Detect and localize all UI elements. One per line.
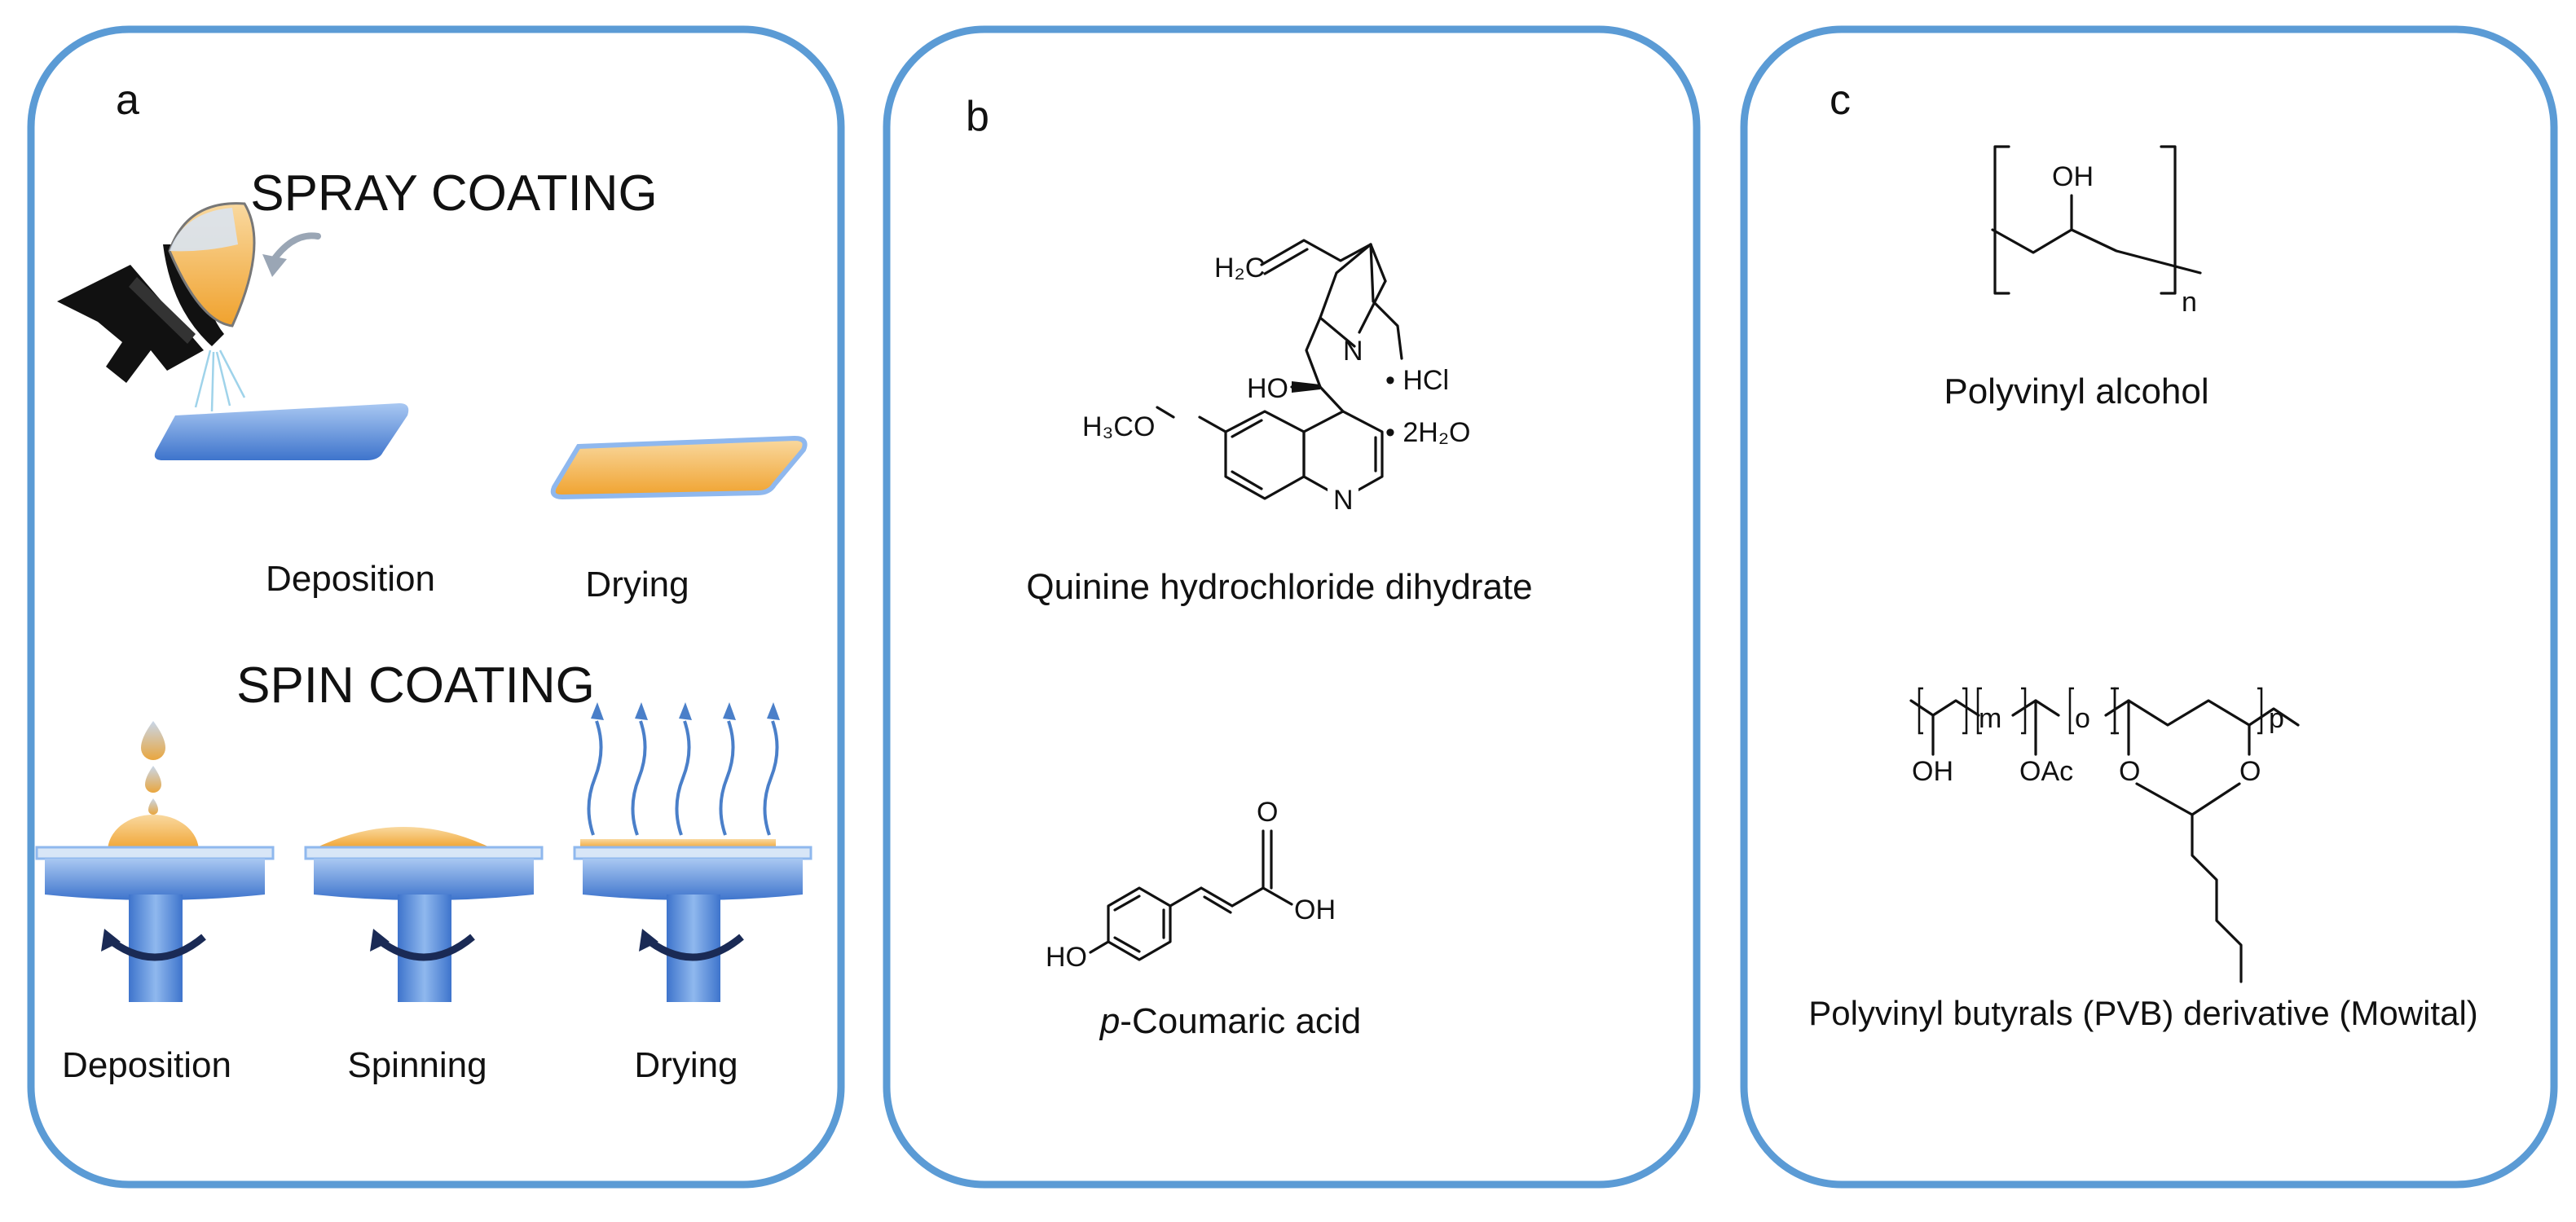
quinine-atom-h2c: H₂C (1214, 253, 1265, 284)
quinine-salt-water: • 2H₂O (1385, 417, 1470, 448)
pva-structure (1991, 145, 2202, 295)
pva-caption: Polyvinyl alcohol (1944, 371, 2208, 411)
coumaric-atom-o: O (1257, 797, 1278, 828)
spin-stage-deposition (35, 721, 275, 1002)
spin-caption-drying: Drying (634, 1045, 738, 1085)
quinine-atom-h3co: H₃CO (1082, 411, 1155, 442)
pvb-atom-o-right: O (2239, 756, 2261, 787)
panel-c-letter: c (1830, 77, 1851, 124)
quinine-salt-hcl: • HCl (1385, 365, 1449, 396)
quinine-atom-n-bridge: N (1343, 336, 1363, 367)
spray-gun-icon (57, 202, 321, 412)
panel-b-frame (883, 25, 1701, 1189)
coumaric-caption-prefix: p (1099, 1001, 1120, 1041)
coumaric-caption: p-Coumaric acid (1099, 1001, 1361, 1041)
pvb-structure (1909, 687, 2300, 983)
panel-a-frame (27, 25, 845, 1189)
spray-caption-deposition: Deposition (266, 559, 435, 599)
spray-substrate-drying (550, 435, 808, 500)
pvb-caption: Polyvinyl butyrals (PVB) derivative (Mow… (1808, 994, 2478, 1032)
spin-caption-deposition: Deposition (62, 1045, 231, 1085)
coumaric-atom-ho: HO (1046, 942, 1087, 973)
panel-c-frame (1740, 25, 2558, 1189)
pva-atom-oh: OH (2052, 161, 2094, 192)
pvb-subscript-p: p (2269, 703, 2284, 734)
quinine-atom-ho: HO (1247, 373, 1288, 404)
coumaric-atom-oh: OH (1294, 895, 1336, 925)
spin-coating-heading: SPIN COATING (236, 657, 595, 714)
panel-b-letter: b (966, 93, 989, 140)
quinine-caption: Quinine hydrochloride dihydrate (1026, 567, 1532, 607)
panel-a-letter: a (116, 77, 139, 124)
coumaric-caption-rest: -Coumaric acid (1120, 1001, 1361, 1041)
pvb-atom-oh: OH (1912, 756, 1953, 787)
quinine-structure (1156, 239, 1403, 514)
pvb-atom-oac: OAc (2019, 756, 2073, 787)
pvb-subscript-o: o (2075, 703, 2090, 734)
spin-stage-spinning (304, 827, 544, 1002)
spin-caption-spinning: Spinning (347, 1045, 487, 1085)
spin-stage-drying (573, 702, 812, 1002)
pvb-subscript-m: m (1979, 703, 2001, 734)
spray-coating-heading: SPRAY COATING (250, 165, 658, 222)
spray-caption-drying: Drying (585, 565, 689, 604)
spray-substrate-deposition (154, 403, 409, 460)
pva-subscript-n: n (2182, 287, 2197, 318)
coumaric-structure (1089, 829, 1293, 961)
quinine-atom-n-ring: N (1333, 485, 1354, 516)
pvb-atom-o-left: O (2119, 756, 2140, 787)
